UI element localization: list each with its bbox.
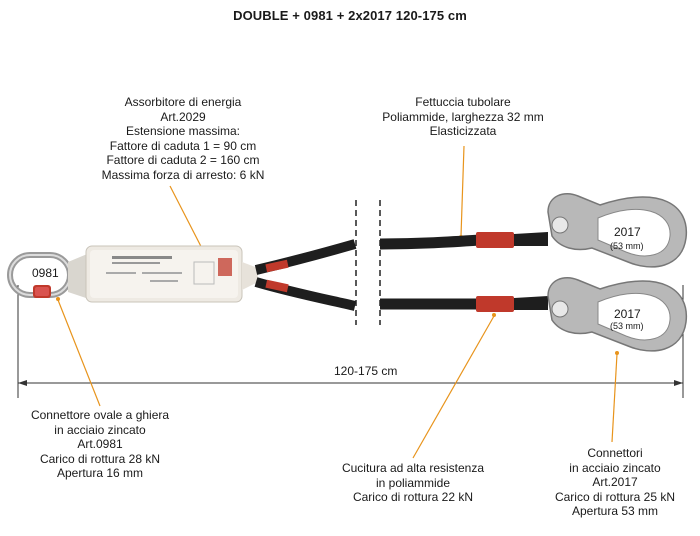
absorber-description: Assorbitore di energia Art.2029 Estensio… <box>88 95 278 182</box>
top-hook-tag: 2017 <box>614 225 641 239</box>
hooks-line-2: in acciaio zincato <box>569 460 661 475</box>
oval-connector-description: Connettore ovale a ghiera in acciaio zin… <box>10 408 190 481</box>
stitching-leader <box>412 315 495 459</box>
bottom-hook-sub: (53 mm) <box>610 321 644 331</box>
stitching-line-2: in poliammide <box>375 475 451 490</box>
diagram-title: DOUBLE + 0981 + 2x2017 120-175 cm <box>233 8 467 23</box>
absorber-line-5: Fattore di caduta 2 = 160 cm <box>106 153 260 167</box>
bottom-hook <box>547 276 688 352</box>
oval-line-1: Connettore ovale a ghiera <box>30 408 170 422</box>
stitching-line-1: Cucitura ad alta resistenza <box>341 461 485 475</box>
stitching-line-3: Carico di rottura 22 kN <box>352 490 474 504</box>
oval-line-4: Carico di rottura 28 kN <box>39 451 161 466</box>
dimension-label: 120-175 cm <box>330 364 402 378</box>
webbing-line-3: Elasticizzata <box>429 124 497 138</box>
hooks-leader <box>611 353 618 443</box>
webbing-leader <box>460 145 465 237</box>
oval-line-3: Art.0981 <box>77 437 123 451</box>
hooks-line-1: Connettori <box>587 446 643 460</box>
absorber-line-6: Massima forza di arresto: 6 kN <box>101 167 265 182</box>
absorber-line-3: Estensione massima: <box>125 124 241 138</box>
hooks-line-5: Apertura 53 mm <box>571 504 659 518</box>
dimension-line <box>17 285 684 398</box>
energy-absorber <box>68 245 258 303</box>
webbing-line-2: Poliammide, larghezza 32 mm <box>382 109 544 124</box>
oval-leader <box>57 299 101 407</box>
hooks-line-4: Carico di rottura 25 kN <box>554 489 676 504</box>
top-hook-sub: (53 mm) <box>610 241 644 251</box>
bottom-hook-tag: 2017 <box>614 307 641 321</box>
oval-line-2: in acciaio zincato <box>54 422 146 437</box>
absorber-line-4: Fattore di caduta 1 = 90 cm <box>109 138 257 153</box>
elastic-webbing <box>254 200 548 325</box>
hooks-description: Connettori in acciaio zincato Art.2017 C… <box>540 446 690 519</box>
oval-line-5: Apertura 16 mm <box>56 466 144 480</box>
stitching-description: Cucitura ad alta resistenza in poliammid… <box>318 461 508 505</box>
absorber-line-2: Art.2029 <box>160 109 206 124</box>
hooks-line-3: Art.2017 <box>592 475 638 489</box>
oval-connector-tag: 0981 <box>32 266 59 280</box>
webbing-description: Fettuccia tubolare Poliammide, larghezza… <box>368 95 558 139</box>
absorber-line-1: Assorbitore di energia <box>124 95 242 109</box>
webbing-line-1: Fettuccia tubolare <box>415 95 511 109</box>
top-hook <box>547 192 688 268</box>
